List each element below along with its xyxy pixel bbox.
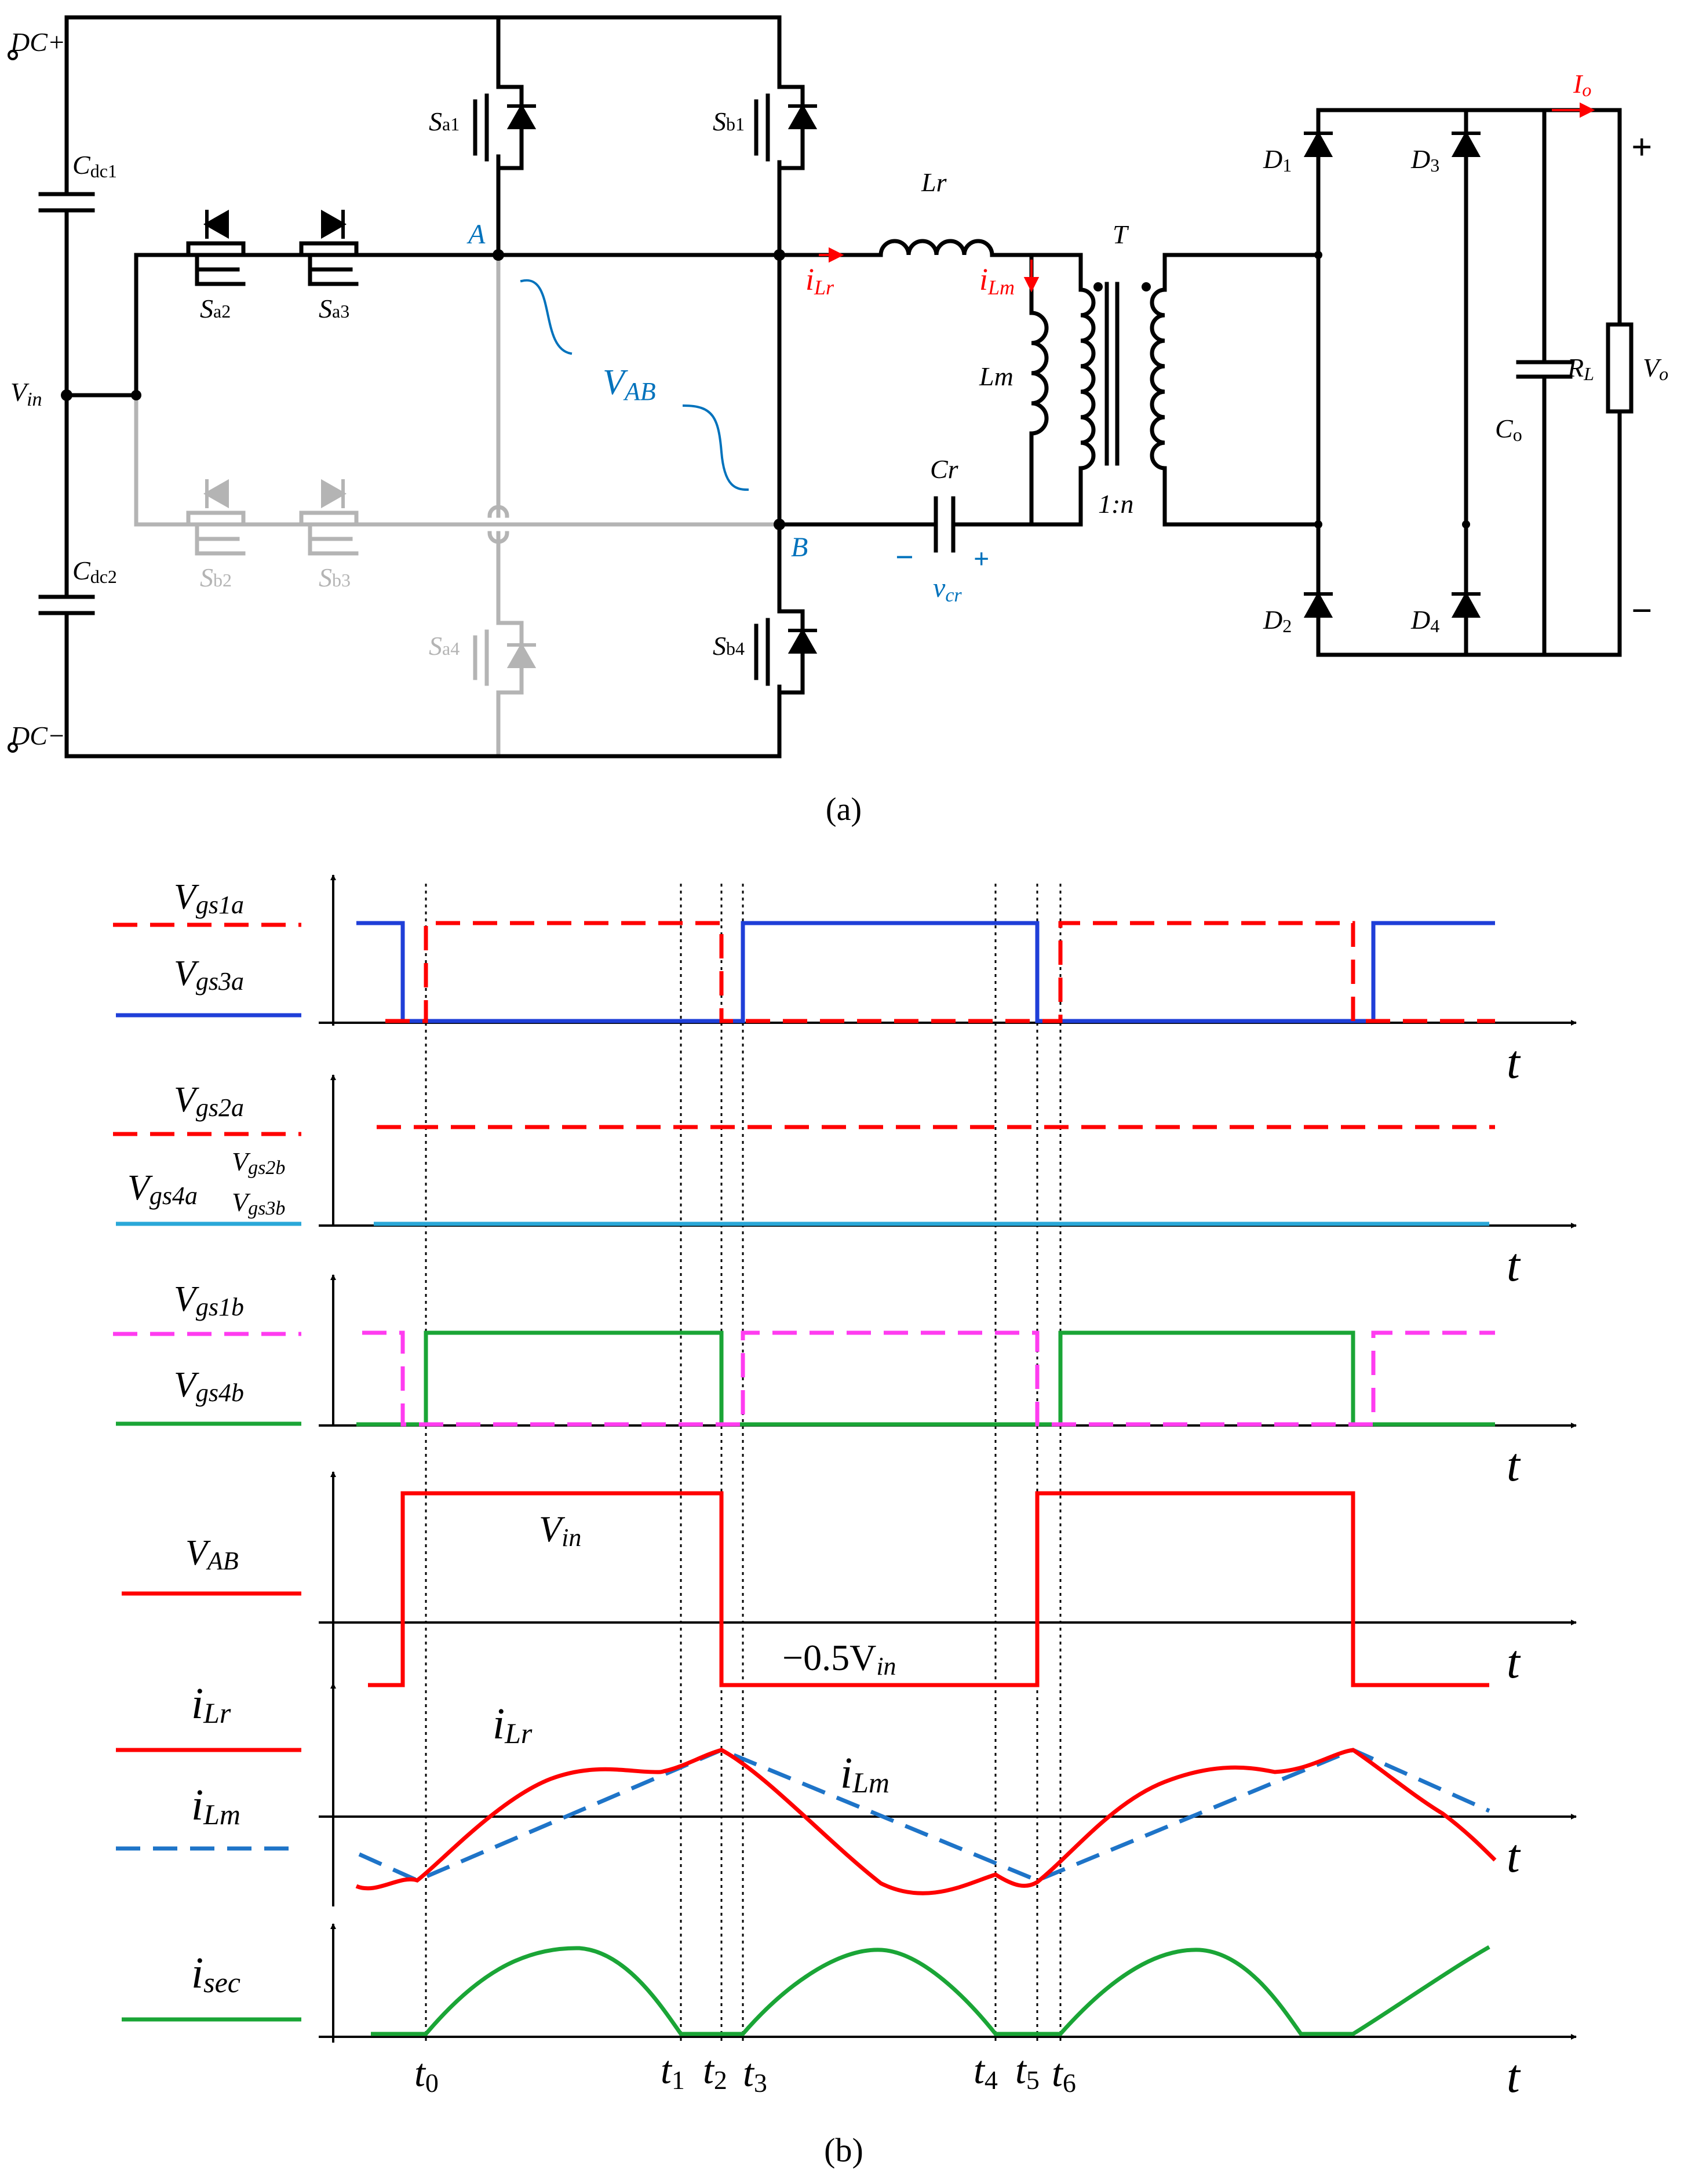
label-vgs1a: Vgs1a: [174, 877, 244, 919]
time-mark-t2: t2: [703, 2048, 727, 2095]
legend-samples: [113, 923, 301, 2022]
sb3-label: Sb3: [319, 563, 351, 592]
vab-indicator: [520, 279, 749, 491]
dc-minus-label: DC−: [10, 721, 65, 750]
ilm-label: iLm: [979, 262, 1015, 299]
label-vgs3b: Vgs3b: [232, 1187, 285, 1219]
panel-vgs1a-vgs3a: [356, 921, 1495, 1023]
lm-label: Lm: [979, 362, 1013, 391]
time-marker-lines: [425, 884, 1062, 2043]
junction-dots: [8, 50, 1470, 753]
isec-trace: [371, 1945, 1490, 2036]
time-mark-t6: t6: [1052, 2051, 1076, 2098]
turns-ratio-label: 1:n: [1098, 489, 1133, 519]
vgs4b-trace: [356, 1330, 1495, 1427]
t-label-3: t: [1507, 1438, 1521, 1491]
node-a-label: A: [466, 219, 486, 250]
node-b-label: B: [791, 532, 808, 563]
time-mark-t0: t0: [414, 2051, 439, 2098]
d2-label: D2: [1263, 605, 1292, 636]
vab-trace: [368, 1491, 1489, 1687]
panel-vgs1b-vgs4b: [356, 1330, 1495, 1427]
sa1-label: Sa1: [429, 107, 460, 136]
t-label-2: t: [1507, 1238, 1521, 1291]
caption-b: (b): [824, 2131, 863, 2169]
label-ilm: iLm: [191, 1781, 240, 1831]
ilr-trace: [355, 1748, 1497, 1895]
label-vgs2b: Vgs2b: [232, 1147, 285, 1179]
lr-label: Lr: [921, 167, 947, 197]
vab-low-label: −0.5Vin: [782, 1637, 896, 1680]
dc-plus-label: DC+: [10, 27, 65, 57]
sb1-label: Sb1: [713, 107, 745, 136]
circuit-diagram: DC+ DC− Vin Cdc1 Cdc2 Sa1 Sb1 Sa2 Sa3 Sb…: [8, 15, 1668, 827]
transformer-label: T: [1113, 220, 1129, 249]
label-vgs4b: Vgs4b: [174, 1365, 244, 1407]
caption-a: (a): [826, 792, 862, 827]
vcr-minus: −: [895, 539, 914, 575]
sa2-label: Sa2: [200, 294, 231, 323]
vcr-plus: +: [974, 544, 989, 574]
time-mark-t1: t1: [661, 2048, 685, 2095]
ilm-inline-label: iLm: [840, 1749, 889, 1799]
t-axis-labels: t t t t t t: [1507, 1036, 1521, 2102]
time-mark-t5: t5: [1015, 2048, 1040, 2095]
current-arrows: [819, 102, 1595, 293]
label-vgs2a: Vgs2a: [174, 1080, 244, 1122]
waveform-axes: [319, 874, 1577, 2043]
label-vgs1b: Vgs1b: [174, 1279, 244, 1321]
cr-label: Cr: [930, 454, 959, 484]
output-minus: −: [1631, 590, 1652, 631]
t-label-6: t: [1507, 2050, 1521, 2102]
vgs1b-trace: [362, 1330, 1495, 1427]
label-vgs4a: Vgs4a: [127, 1168, 198, 1210]
t-label-5: t: [1507, 1829, 1521, 1882]
vin-label: Vin: [10, 377, 42, 410]
vgs3a-trace: [356, 921, 1495, 1023]
vcr-label: vcr: [933, 573, 962, 606]
ilr-label: iLr: [805, 262, 834, 299]
d3-label: D3: [1410, 144, 1439, 176]
ilm-trace: [358, 1748, 1490, 1883]
vo-label: Vo: [1643, 353, 1668, 384]
t-label-1: t: [1507, 1036, 1521, 1088]
io-label: Io: [1573, 69, 1591, 100]
label-isec: isec: [191, 1949, 240, 1999]
d1-label: D1: [1263, 144, 1292, 176]
active-wiring: [38, 15, 1634, 759]
panel-vgs2a-vgs4a: [374, 1125, 1495, 1226]
label-vab: VAB: [185, 1533, 239, 1575]
time-mark-t3: t3: [743, 2051, 767, 2098]
co-label: Co: [1495, 414, 1522, 445]
sb4-label: Sb4: [713, 631, 745, 661]
d4-label: D4: [1410, 605, 1439, 636]
waveform-diagram: Vgs1a Vgs3a Vgs2a Vgs4a Vgs2b Vgs3b Vgs1…: [113, 874, 1577, 2169]
vgs1a-trace: [385, 921, 1495, 1023]
active-diodes: [203, 103, 1481, 654]
cdc1-label: Cdc1: [72, 150, 117, 181]
circuit-labels: DC+ DC− Vin Cdc1 Cdc2 Sa1 Sb1 Sa2 Sa3 Sb…: [10, 27, 1668, 750]
vab-label: VAB: [603, 363, 656, 406]
sa4-label: Sa4: [429, 631, 460, 661]
label-ilr: iLr: [191, 1679, 231, 1729]
cdc2-label: Cdc2: [72, 556, 117, 587]
t-label-4: t: [1507, 1635, 1521, 1688]
time-mark-labels: t0 t1 t2 t3 t4 t5 t6: [414, 2048, 1076, 2098]
circuit-labels-gray: Sb2 Sb3 Sa4: [200, 563, 460, 661]
output-plus: +: [1631, 126, 1652, 167]
circuit-labels-blue: A B VAB vcr − +: [466, 219, 989, 606]
time-mark-t4: t4: [974, 2048, 998, 2095]
rl-label: RL: [1567, 353, 1594, 384]
inactive-path: [134, 253, 782, 759]
vab-high-label: Vin: [539, 1508, 581, 1552]
inline-annotations: Vin −0.5Vin iLr iLm: [493, 1508, 896, 1799]
label-vgs3a: Vgs3a: [174, 954, 244, 996]
inactive-diodes: [203, 479, 537, 668]
circuit-labels-red: iLr iLm Io: [805, 69, 1591, 299]
legend-labels: Vgs1a Vgs3a Vgs2a Vgs4a Vgs2b Vgs3b Vgs1…: [127, 877, 285, 1999]
sa3-label: Sa3: [319, 294, 349, 323]
ilr-inline-label: iLr: [493, 1700, 533, 1749]
sb2-label: Sb2: [200, 563, 232, 592]
